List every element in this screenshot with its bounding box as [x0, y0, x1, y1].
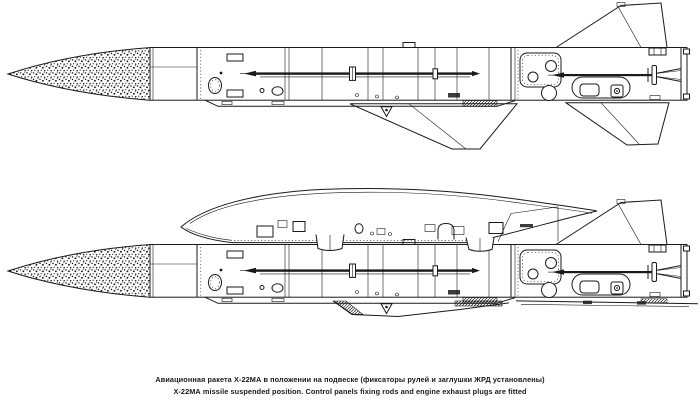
- ventral-fins-extended: [349, 102, 670, 150]
- missile-top-view: [7, 2, 690, 150]
- pylon-attachment-shoe-aft: [465, 237, 495, 252]
- rear-ventral-fin: [564, 102, 670, 146]
- folded-ventral-wing: [332, 300, 510, 318]
- fairing-panels: [256, 206, 559, 242]
- ventral-wing: [349, 103, 519, 150]
- missile-body-top: [7, 2, 690, 117]
- missile-body-suspended: [7, 199, 690, 314]
- folded-rear-fin: [515, 298, 699, 307]
- fairing-outline: [180, 188, 598, 244]
- caption-line-english: Х-22МА missile suspended position. Contr…: [173, 386, 527, 396]
- ventral-fins-folded: [332, 298, 699, 318]
- pylon-fairing: [180, 188, 598, 252]
- missile-suspended-view: [7, 188, 699, 318]
- caption: Авиационная ракета Х-22МА в положении на…: [0, 374, 700, 397]
- pylon-attachment-shoe-forward: [315, 234, 345, 251]
- caption-line-russian: Авиационная ракета Х-22МА в положении на…: [155, 375, 545, 384]
